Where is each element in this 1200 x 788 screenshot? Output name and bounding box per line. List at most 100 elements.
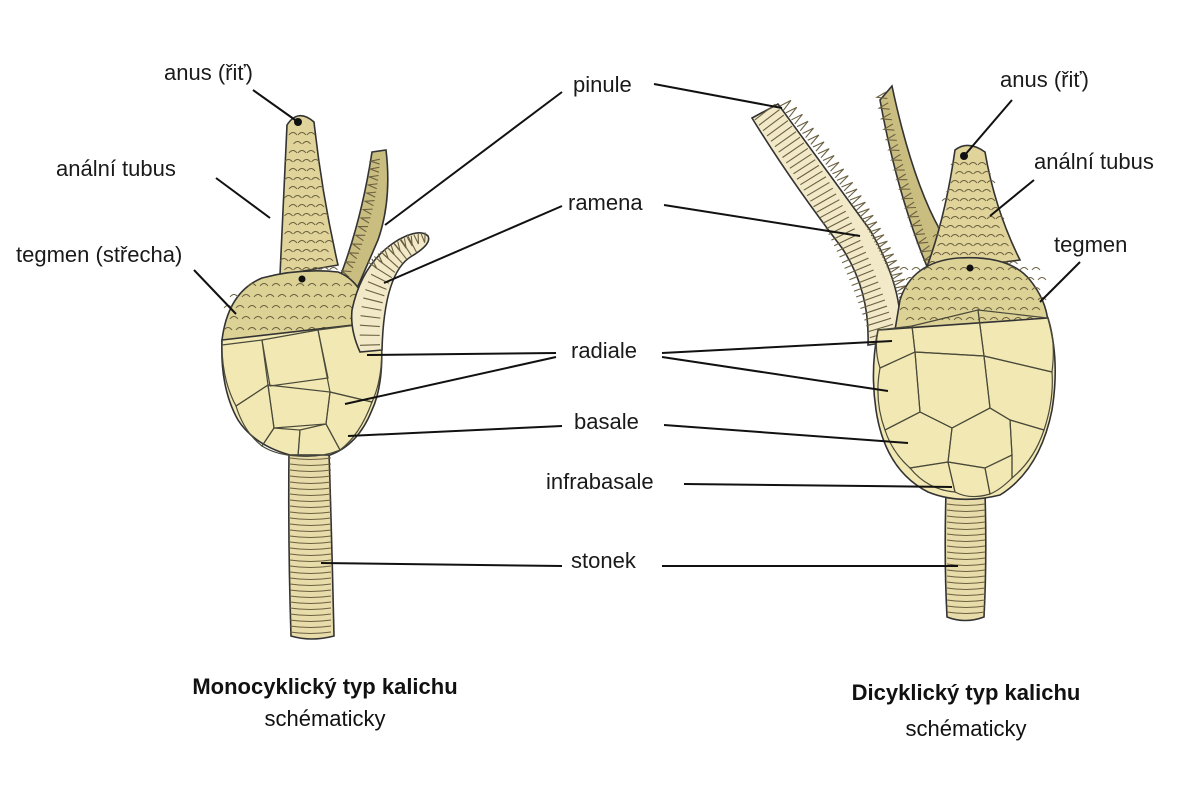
stem-ring [946, 581, 986, 585]
leader-stonek-left [320, 562, 563, 567]
leader-tegmen-right [1039, 261, 1081, 303]
pinnule [884, 133, 897, 141]
pinnule [878, 247, 891, 256]
tegmen-scale [899, 267, 909, 271]
pinnule [897, 183, 911, 190]
tegmen-scale [995, 267, 1005, 271]
tube-scale [946, 243, 955, 247]
stem-ring [289, 553, 332, 557]
arm-ring [778, 136, 801, 153]
tegmen-scale [971, 307, 981, 311]
tube-scale [293, 213, 302, 217]
tube-scale [315, 222, 325, 226]
tegmen-scale [241, 316, 251, 320]
leader-tegmen-left [193, 269, 237, 315]
tegmen-scale [283, 327, 293, 331]
tube-scale [288, 204, 298, 208]
tegmen-scale [325, 316, 335, 320]
label-stonek: stonek [571, 548, 637, 573]
tegmen-scale [1031, 287, 1041, 291]
left-front-arm [350, 232, 430, 353]
tube-scale [284, 177, 293, 181]
tube-scale [302, 213, 311, 217]
tegmen-scale [289, 294, 299, 298]
tube-scale [932, 234, 942, 238]
tegmen-scale [983, 267, 993, 271]
stem-ring [289, 463, 332, 467]
tegmen-scale [235, 305, 245, 309]
stem-ring [946, 551, 986, 555]
tube-scale [973, 207, 982, 211]
tegmen-scale [899, 307, 909, 311]
tegmen-scale [1037, 297, 1047, 301]
pinnule [879, 112, 893, 121]
tegmen-scale [1037, 277, 1047, 281]
right-stem-shape [944, 491, 987, 622]
tegmen-scale [235, 327, 245, 331]
pinnule [890, 272, 903, 280]
tube-scale [320, 213, 329, 217]
tube-scale [968, 216, 978, 220]
pinnule [344, 261, 356, 269]
label-anal-tube-right: anální tubus [1034, 149, 1154, 174]
leader-lines [193, 83, 1081, 567]
label-tegmen-left: tegmen (střecha) [16, 242, 182, 267]
left-tube-scales [279, 132, 338, 271]
tube-scale [293, 141, 302, 145]
stem-ring [946, 539, 986, 543]
tube-scale [950, 216, 960, 220]
tegmen-scale [343, 283, 353, 287]
tegmen-scale [313, 316, 323, 320]
caption-left-title: Monocyklický typ kalichu [192, 674, 457, 699]
tube-scale [306, 168, 316, 172]
pinnule [909, 219, 922, 227]
tegmen-scale [331, 283, 341, 287]
left-anal-tube [279, 114, 339, 276]
tegmen-scale [295, 305, 305, 309]
tegmen-scale [337, 294, 347, 298]
tube-scale [968, 234, 978, 238]
tube-scale [973, 243, 982, 247]
tegmen-scale [947, 287, 957, 291]
right-tegmen-pore [966, 264, 974, 272]
tube-scale [284, 195, 293, 199]
tube-scale [306, 150, 316, 154]
arm-ring [774, 131, 797, 148]
tube-scale [297, 168, 307, 172]
leader-ramena-right [663, 204, 861, 237]
tube-scale [946, 225, 955, 229]
tegmen-scale [301, 316, 311, 320]
tegmen-scale [941, 277, 951, 281]
tegmen-scale [971, 287, 981, 291]
tegmen-scale [271, 283, 281, 287]
pinnule [875, 91, 888, 100]
tegmen-scale [295, 327, 305, 331]
arm-ring [853, 281, 879, 292]
tube-scale [959, 216, 969, 220]
tube-scale [955, 171, 964, 175]
tegmen-scale [965, 297, 975, 301]
tegmen-scale [247, 327, 257, 331]
tube-scale [986, 252, 996, 256]
tube-scale [946, 189, 955, 193]
tube-scale [982, 171, 991, 175]
tube-scale [288, 150, 298, 154]
stem-ring [289, 577, 332, 581]
tube-scale [964, 225, 973, 229]
tube-scale [937, 225, 946, 229]
tegmen-scale [917, 317, 927, 321]
pinnule [861, 214, 874, 224]
tube-scale [941, 252, 951, 256]
pinnule [900, 192, 914, 200]
label-ramena: ramena [568, 190, 643, 215]
pinnule [380, 248, 389, 259]
tegmen-scale [989, 297, 999, 301]
tube-scale [968, 198, 978, 202]
pinnule [393, 241, 401, 252]
arm-ring [782, 142, 805, 158]
stem-ring [289, 511, 332, 515]
tube-scale [950, 252, 960, 256]
stem-ring [289, 547, 332, 551]
arm-ring [822, 210, 846, 224]
